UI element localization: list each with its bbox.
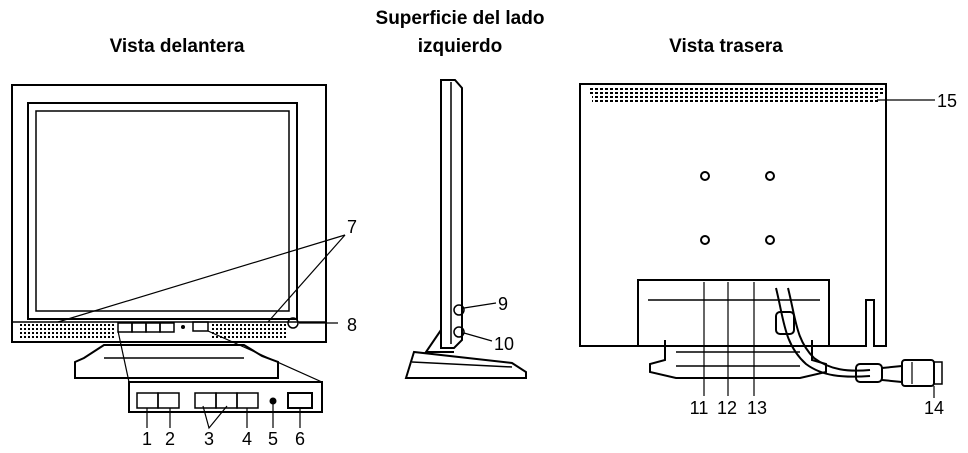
vesa-hole-tl bbox=[700, 171, 710, 181]
side-stand-neck bbox=[424, 329, 454, 353]
front-view: 1 2 3 4 5 6 7 8 bbox=[11, 84, 357, 449]
side-button-10 bbox=[453, 326, 465, 338]
right-speaker-grille bbox=[210, 323, 286, 339]
callout-11: 11 bbox=[690, 398, 709, 418]
detail-button-2 bbox=[157, 392, 180, 409]
cable-ferrite-lower bbox=[855, 363, 883, 383]
connector-bay bbox=[637, 279, 830, 347]
callout-12: 12 bbox=[717, 398, 737, 418]
signal-cable bbox=[775, 287, 871, 378]
vesa-hole-bl bbox=[700, 235, 710, 245]
callout-14: 14 bbox=[924, 398, 944, 418]
cable-ferrite-upper bbox=[775, 311, 795, 335]
vesa-hole-br bbox=[765, 235, 775, 245]
back-view-title: Vista trasera bbox=[669, 36, 783, 57]
front-screen bbox=[35, 110, 290, 312]
power-led-icon bbox=[181, 325, 185, 329]
front-screen-frame bbox=[27, 102, 298, 320]
headphone-jack-icon bbox=[287, 317, 299, 329]
callout-6: 6 bbox=[295, 429, 305, 449]
callout-7: 7 bbox=[347, 217, 357, 237]
front-button-adjust-right bbox=[159, 322, 175, 333]
callout-1: 1 bbox=[142, 429, 152, 449]
front-view-title: Vista delantera bbox=[110, 36, 245, 57]
side-panel bbox=[440, 79, 463, 349]
side-view-title-line2: izquierdo bbox=[418, 36, 502, 57]
side-view: 9 10 bbox=[404, 79, 527, 379]
dsub-connector bbox=[901, 359, 935, 387]
callout-4: 4 bbox=[242, 429, 252, 449]
callout-5: 5 bbox=[268, 429, 278, 449]
detail-button-3a bbox=[194, 392, 217, 409]
detail-power-button bbox=[287, 392, 313, 409]
side-stand-base bbox=[404, 350, 527, 379]
vesa-hole-tr bbox=[765, 171, 775, 181]
back-cabinet bbox=[579, 83, 887, 347]
front-stand-base bbox=[74, 344, 279, 379]
side-button-9 bbox=[453, 304, 465, 316]
callout-15: 15 bbox=[937, 91, 957, 111]
detail-button-1 bbox=[136, 392, 159, 409]
detail-button-4 bbox=[236, 392, 259, 409]
front-button-adjust-left bbox=[145, 322, 161, 333]
front-power-button bbox=[192, 321, 209, 332]
callout-2: 2 bbox=[165, 429, 175, 449]
front-button-select bbox=[131, 322, 147, 333]
callout-3: 3 bbox=[204, 429, 214, 449]
callout-8: 8 bbox=[347, 315, 357, 335]
callout-13: 13 bbox=[747, 398, 767, 418]
back-view: 15 11 12 13 14 bbox=[579, 83, 957, 418]
back-vents-row2 bbox=[592, 96, 878, 102]
callout-9: 9 bbox=[498, 294, 508, 314]
detail-power-led-icon bbox=[269, 397, 277, 405]
back-vents-row1 bbox=[588, 88, 886, 94]
front-button-menu bbox=[117, 322, 133, 333]
side-view-title-line1: Superficie del lado bbox=[376, 8, 545, 29]
left-speaker-grille bbox=[20, 323, 116, 339]
front-bezel bbox=[11, 84, 327, 343]
control-panel-detail bbox=[128, 381, 323, 413]
callout-10: 10 bbox=[494, 334, 514, 354]
